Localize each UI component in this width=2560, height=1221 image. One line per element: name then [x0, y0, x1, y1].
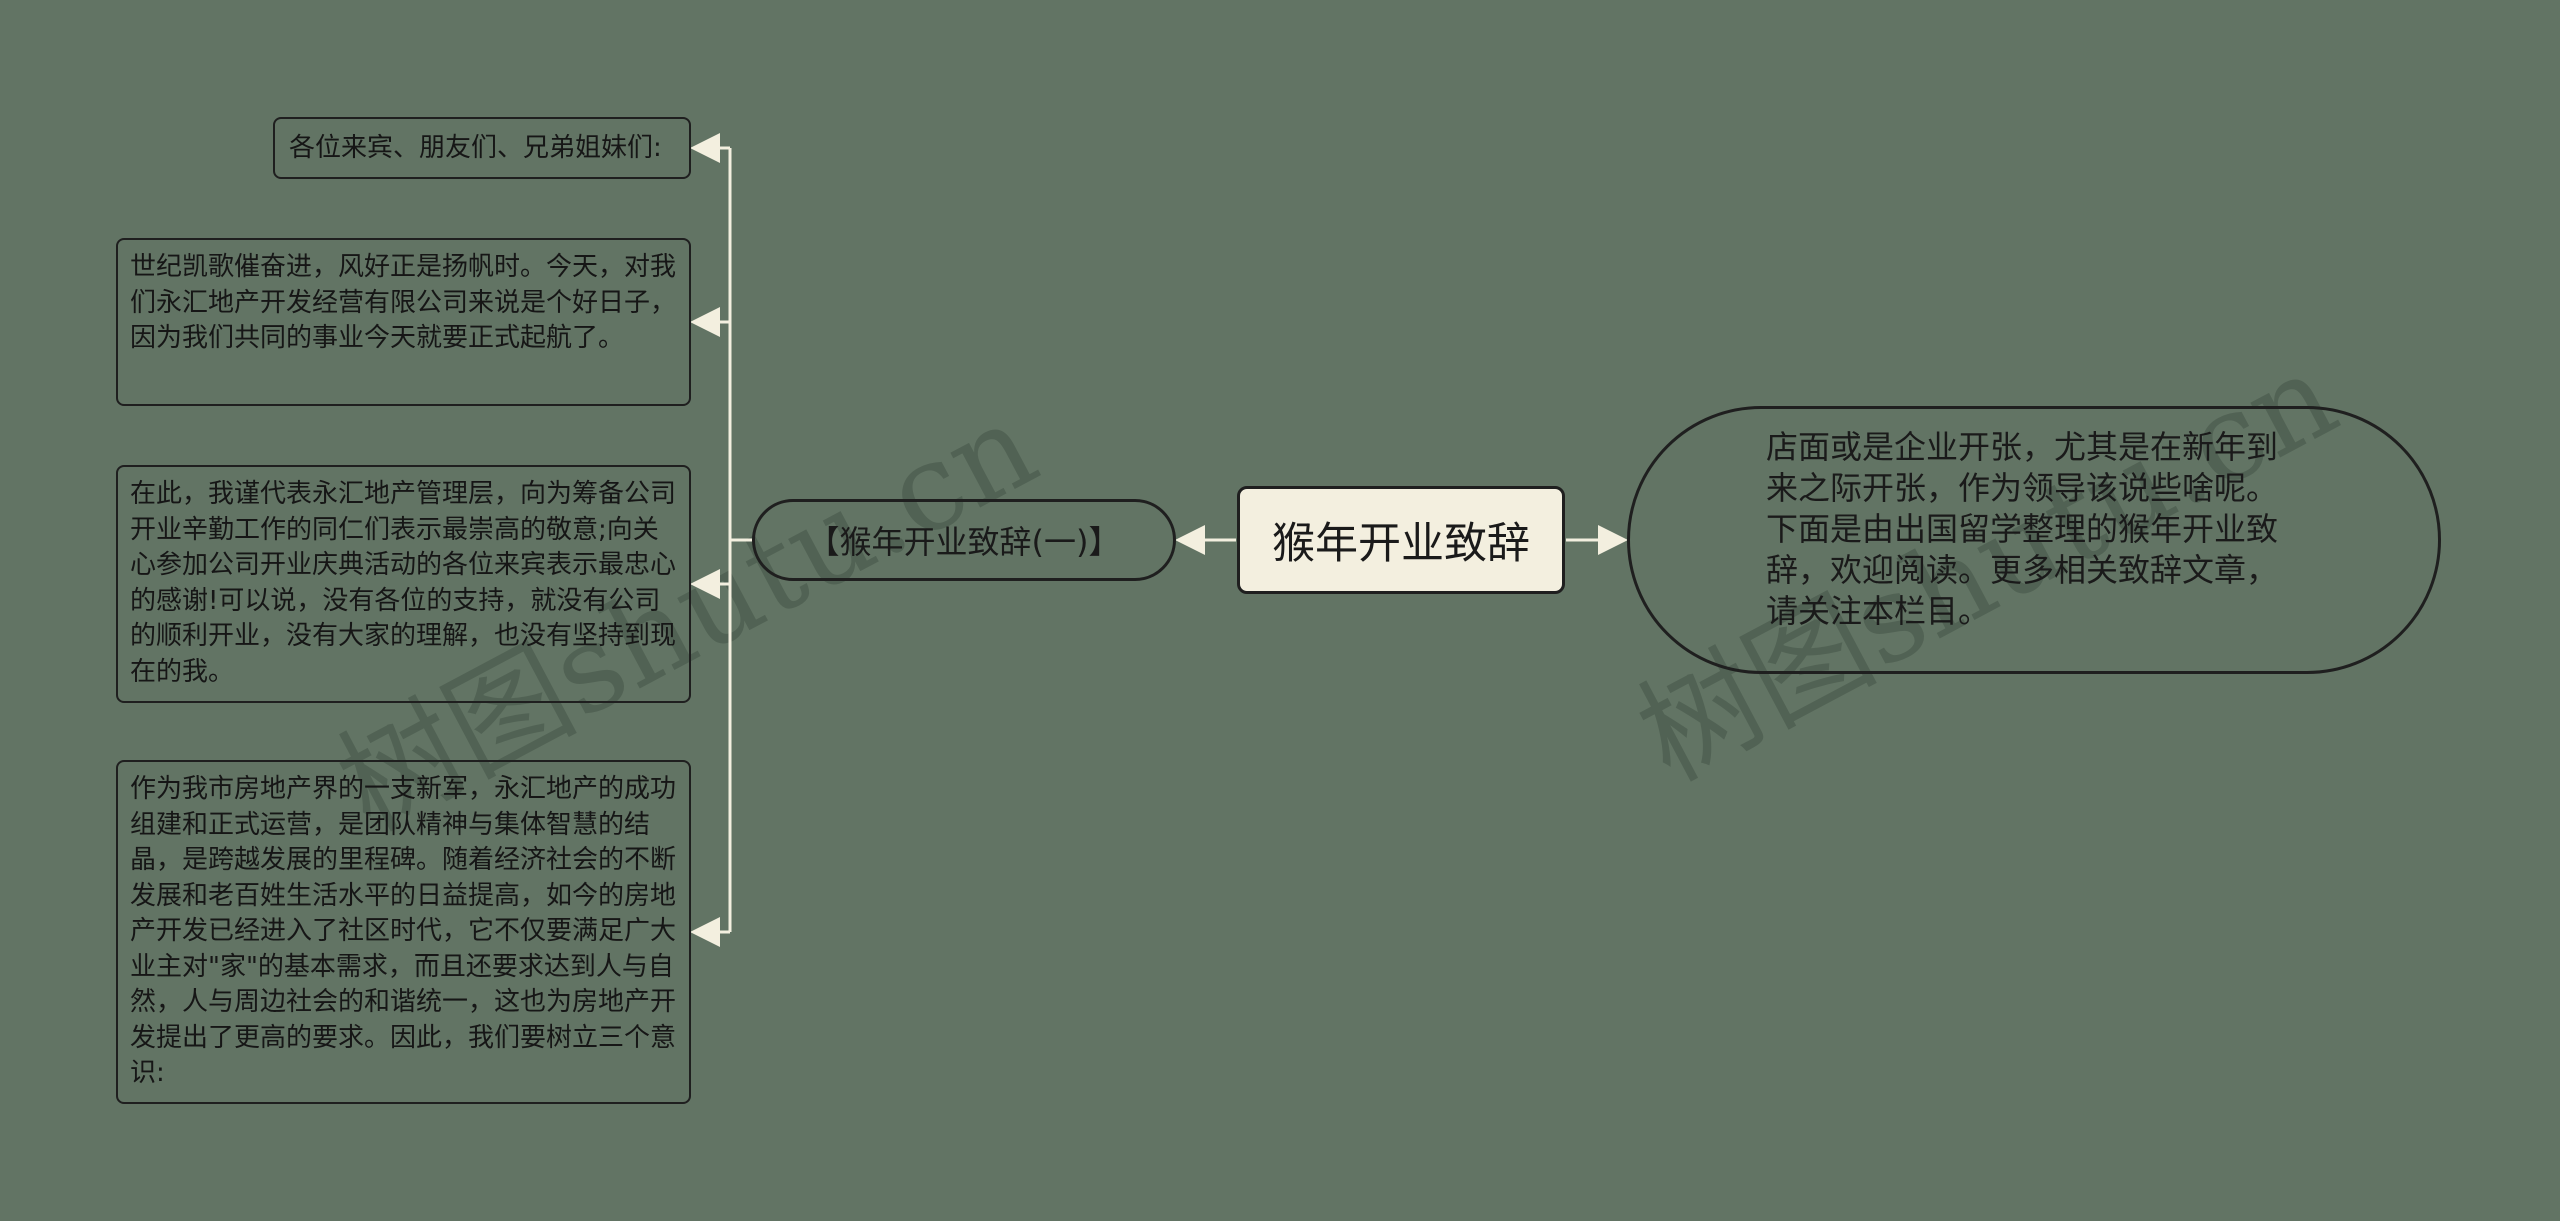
subtopic-label: 【猴年开业致辞(一)】: [807, 523, 1121, 561]
leaf-text: 作为我市房地产界的一支新军，永汇地产的成功组建和正式运营，是团队精神与集体智慧的…: [130, 774, 677, 1088]
leaf-text: 世纪凯歌催奋进，风好正是扬帆时。今天，对我们永汇地产开发经营有限公司来说是个好日…: [130, 252, 677, 353]
leaf-text: 各位来宾、朋友们、兄弟姐妹们:: [289, 133, 662, 163]
leaf-node-vision[interactable]: 作为我市房地产界的一支新军，永汇地产的成功组建和正式运营，是团队精神与集体智慧的…: [116, 760, 691, 1104]
subtopic-node[interactable]: 【猴年开业致辞(一)】: [752, 499, 1176, 581]
intro-node[interactable]: 店面或是企业开张，尤其是在新年到来之际开张，作为领导该说些啥呢。下面是由出国留学…: [1627, 406, 2441, 674]
root-label: 猴年开业致辞: [1272, 519, 1530, 569]
leaf-node-thanks[interactable]: 在此，我谨代表永汇地产管理层，向为筹备公司开业辛勤工作的同仁们表示最崇高的敬意;…: [116, 465, 691, 703]
leaf-node-greeting[interactable]: 各位来宾、朋友们、兄弟姐妹们:: [273, 117, 691, 179]
leaf-text: 在此，我谨代表永汇地产管理层，向为筹备公司开业辛勤工作的同仁们表示最崇高的敬意;…: [130, 479, 677, 687]
leaf-node-opening[interactable]: 世纪凯歌催奋进，风好正是扬帆时。今天，对我们永汇地产开发经营有限公司来说是个好日…: [116, 238, 691, 406]
root-node[interactable]: 猴年开业致辞: [1237, 486, 1565, 594]
intro-text: 店面或是企业开张，尤其是在新年到来之际开张，作为领导该说些啥呢。下面是由出国留学…: [1766, 428, 2279, 630]
